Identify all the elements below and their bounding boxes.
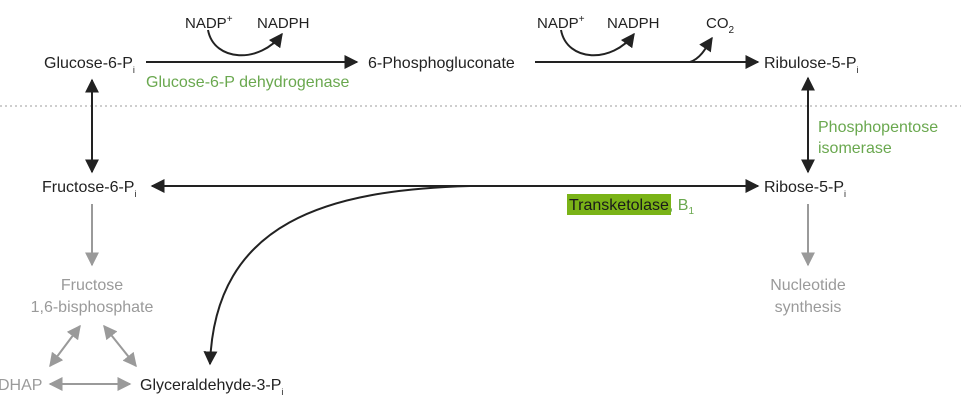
arrow-to-g3p xyxy=(203,185,471,366)
arrow-f16bp-g3p xyxy=(103,324,137,368)
fructose-6-p-label: Fructose-6-Pi xyxy=(42,179,136,199)
arrow-f16bp-dhap xyxy=(49,324,81,368)
6-phosphogluconate-label: 6-Phosphogluconate xyxy=(368,55,515,72)
arrow-nadp-to-nadph-2 xyxy=(560,29,635,57)
glucose-6-p-label: Glucose-6-Pi xyxy=(44,55,135,75)
co2-label: CO2 xyxy=(706,15,735,36)
ribulose-5-p-label: Ribulose-5-Pi xyxy=(764,55,858,75)
transketolase-enzyme-label: Transketolase, B1 xyxy=(569,197,694,217)
g6pd-enzyme-label: Glucose-6-P dehydrogenase xyxy=(146,74,349,91)
glyceraldehyde-3-p-label: Glyceraldehyde-3-Pi xyxy=(140,377,283,397)
nadp-label-2: NADP+ xyxy=(537,14,585,32)
arrow-to-co2 xyxy=(689,36,713,63)
nadph-label-2: NADPH xyxy=(607,15,660,32)
nadph-label-1: NADPH xyxy=(257,15,310,32)
nadp-label-1: NADP+ xyxy=(185,14,233,32)
dhap-label: DHAP xyxy=(0,377,42,394)
ribose-5-p-label: Ribose-5-Pi xyxy=(764,179,846,199)
transketolase-highlight xyxy=(567,194,671,215)
arrow-nadp-to-nadph-1 xyxy=(207,29,283,57)
